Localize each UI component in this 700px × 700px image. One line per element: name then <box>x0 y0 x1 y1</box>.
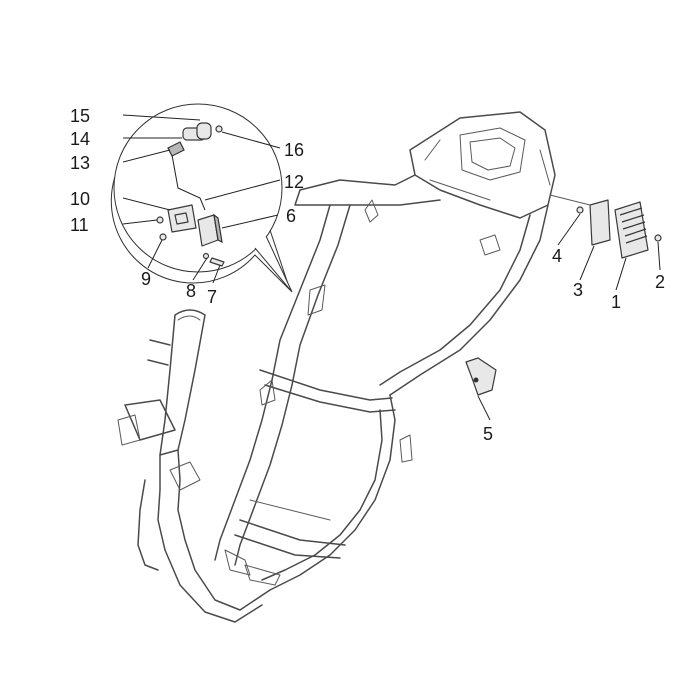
callout-6: 6 <box>286 206 296 226</box>
callout-leaders <box>122 114 661 421</box>
scooter-frame <box>117 111 556 623</box>
detail-nut-9 <box>159 233 167 241</box>
callout-3: 3 <box>573 280 583 300</box>
callout-9: 9 <box>141 269 151 289</box>
detail-connector-plug <box>167 122 223 211</box>
regulator-assembly <box>549 194 662 259</box>
callout-2: 2 <box>655 272 665 292</box>
detail-mount-bracket <box>167 204 197 233</box>
detail-cdi-unit <box>197 213 223 247</box>
detail-washer-11 <box>156 216 164 224</box>
callout-5: 5 <box>483 424 493 444</box>
callout-8: 8 <box>186 281 196 301</box>
detail-washer-8 <box>202 252 210 260</box>
callout-1: 1 <box>611 292 621 312</box>
callout-16: 16 <box>284 140 304 160</box>
callout-12: 12 <box>284 172 304 192</box>
callout-labels: 1 2 3 4 5 6 7 8 9 10 11 12 13 14 15 16 <box>70 106 665 444</box>
callout-7: 7 <box>207 287 217 307</box>
bracket-5 <box>465 357 497 396</box>
detail-view-bubble <box>110 103 293 293</box>
callout-13: 13 <box>70 153 90 173</box>
callout-11: 11 <box>70 215 89 235</box>
callout-4: 4 <box>552 246 562 266</box>
callout-14: 14 <box>70 129 90 149</box>
detail-screw-7 <box>209 257 225 267</box>
callout-15: 15 <box>70 106 90 126</box>
callout-10: 10 <box>70 189 90 209</box>
